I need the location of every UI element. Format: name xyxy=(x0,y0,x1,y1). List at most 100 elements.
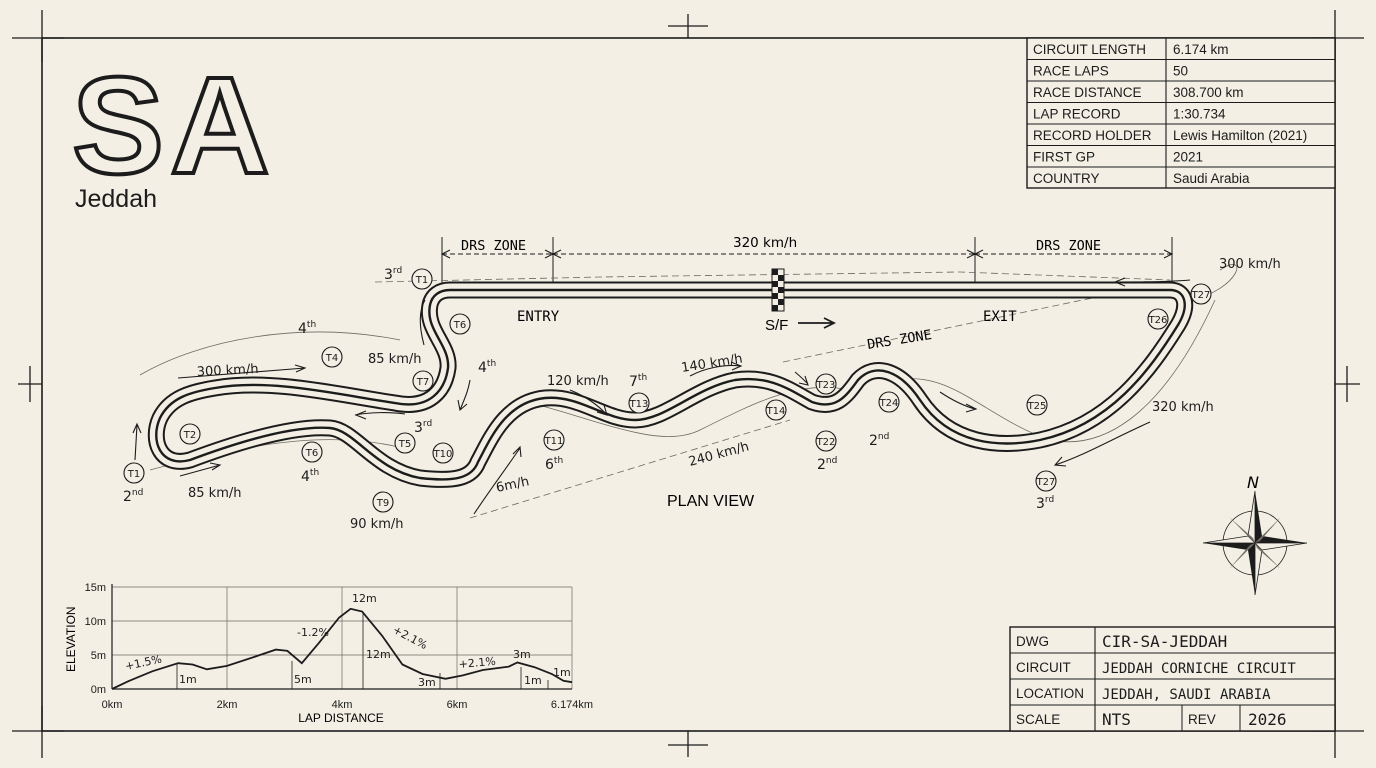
elevation-annotation: -1.2% xyxy=(297,626,329,639)
gear-label: 3rd xyxy=(384,266,402,283)
title-block-label: REV xyxy=(1188,712,1216,727)
speed-label: 300 km/h xyxy=(1219,257,1281,272)
y-tick-label: 5m xyxy=(91,650,106,662)
speed-label: 6m/h xyxy=(495,474,531,496)
spec-value: 308.700 km xyxy=(1173,85,1244,100)
elevation-chart: 0m 5m 10m 15m 0km 2km 4km 6km 6.174km LA… xyxy=(64,582,593,725)
gear-label: 4th xyxy=(478,359,496,376)
elevation-annotation: 3m xyxy=(418,676,436,689)
speed-label: 240 km/h xyxy=(687,439,751,469)
elevation-profile-line xyxy=(111,607,573,690)
turn-label: T24 xyxy=(879,398,899,409)
title-block-label: DWG xyxy=(1016,634,1049,649)
gear-label: 7th xyxy=(629,373,647,390)
y-tick-label: 10m xyxy=(85,616,106,628)
speed-label: 320 km/h xyxy=(1152,400,1214,415)
title-block-value: 2026 xyxy=(1248,710,1287,729)
flow-arrows xyxy=(132,277,1191,515)
turn-label: T22 xyxy=(816,437,836,448)
spec-value: 50 xyxy=(1173,64,1188,79)
turn-label: T11 xyxy=(544,436,564,447)
elevation-annotation: 12m xyxy=(352,592,377,605)
gear-label: 2nd xyxy=(123,488,143,505)
spec-label: COUNTRY xyxy=(1033,171,1100,186)
drs-zone-label-1: DRS ZONE xyxy=(461,238,526,254)
turn-label: T1 xyxy=(415,275,428,286)
north-label: N xyxy=(1247,473,1259,492)
plan-view-label: PLAN VIEW xyxy=(667,493,755,510)
gear-label: 4th xyxy=(298,320,316,337)
specs-table: CIRCUIT LENGTH 6.174 km RACE LAPS 50 RAC… xyxy=(1026,37,1336,189)
turn-label: T4 xyxy=(325,353,338,364)
turn-label: T10 xyxy=(433,449,453,460)
y-axis-label: ELEVATION xyxy=(64,606,78,672)
elevation-annotation: +2.1% xyxy=(391,623,430,652)
spec-label: RACE DISTANCE xyxy=(1033,85,1142,100)
turn-label: T26 xyxy=(1148,315,1168,326)
direction-arrow xyxy=(798,317,837,329)
drs-entry-label: ENTRY xyxy=(517,309,560,325)
x-tick-label: 6km xyxy=(447,699,468,711)
speed-label: 320 km/h xyxy=(733,235,797,251)
elevation-annotation: 3m xyxy=(513,648,531,661)
y-tick-label: 0m xyxy=(91,684,106,696)
elevation-annotation: +2.1% xyxy=(458,655,496,671)
title-block-value: JEDDAH CORNICHE CIRCUIT xyxy=(1102,661,1296,677)
gear-label: 3rd xyxy=(414,419,432,436)
elevation-annotation: 1m xyxy=(179,673,197,686)
spec-value: 2021 xyxy=(1173,150,1203,165)
speed-label: 85 km/h xyxy=(188,486,242,501)
turn-label: T6 xyxy=(305,448,318,459)
title-block-label: CIRCUIT xyxy=(1016,660,1071,675)
y-tick-label: 15m xyxy=(85,582,106,594)
drs-zone-label-3: DRS ZONE xyxy=(866,327,933,353)
start-finish-line xyxy=(771,268,785,312)
elevation-callouts xyxy=(176,612,549,689)
turn-label: T9 xyxy=(376,498,389,509)
turn-label: T27 xyxy=(1191,290,1211,301)
spec-value: Lewis Hamilton (2021) xyxy=(1173,128,1307,143)
turn-label: T25 xyxy=(1027,401,1047,412)
elevation-annotation: 12m xyxy=(366,648,391,661)
x-tick-label: 0km xyxy=(102,699,123,711)
turn-label: T7 xyxy=(416,377,429,388)
start-finish-label: S/F xyxy=(765,317,788,334)
gear-label: 2nd xyxy=(869,432,889,449)
speed-label: 85 km/h xyxy=(368,352,422,367)
x-tick-label: 2km xyxy=(217,699,238,711)
gear-label: 2nd xyxy=(817,456,837,473)
x-tick-label: 4km xyxy=(332,699,353,711)
turn-label: T2 xyxy=(183,430,196,441)
compass-rose-icon xyxy=(1202,490,1308,596)
turn-label: T27 xyxy=(1036,477,1056,488)
x-tick-label: 6.174km xyxy=(551,699,593,711)
title-block: DWG CIRCUIT LOCATION SCALE REV CIR-SA-JE… xyxy=(1009,626,1336,732)
title-block-value: JEDDAH, SAUDI ARABIA xyxy=(1102,687,1271,703)
turn-label: T13 xyxy=(629,399,649,410)
spec-label: RACE LAPS xyxy=(1033,64,1109,79)
turn-label: T5 xyxy=(398,439,411,450)
gear-label: 6th xyxy=(545,456,563,473)
turn-label: T1 xyxy=(127,469,140,480)
speed-label: 300 km/h xyxy=(196,362,258,380)
country-code-outline: SA xyxy=(72,49,276,203)
elevation-annotation: 1m xyxy=(553,666,571,679)
track-layout xyxy=(147,281,1194,488)
spec-label: FIRST GP xyxy=(1033,150,1095,165)
title-block-label: LOCATION xyxy=(1016,686,1084,701)
title-block-label: SCALE xyxy=(1016,712,1060,727)
gear-label: 3rd xyxy=(1036,495,1054,512)
drs-exit-label: EXIT xyxy=(983,309,1017,325)
gear-label: 4th xyxy=(301,468,319,485)
spec-value: 6.174 km xyxy=(1173,42,1229,57)
turn-label: T14 xyxy=(766,406,786,417)
spec-value: 1:30.734 xyxy=(1173,107,1226,122)
dimension-lines xyxy=(440,237,1174,288)
elevation-grid xyxy=(112,586,573,689)
spec-label: RECORD HOLDER xyxy=(1033,128,1152,143)
drs-zone-label-2: DRS ZONE xyxy=(1036,238,1101,254)
spec-label: CIRCUIT LENGTH xyxy=(1033,42,1146,57)
title-block-value: CIR-SA-JEDDAH xyxy=(1102,632,1227,651)
